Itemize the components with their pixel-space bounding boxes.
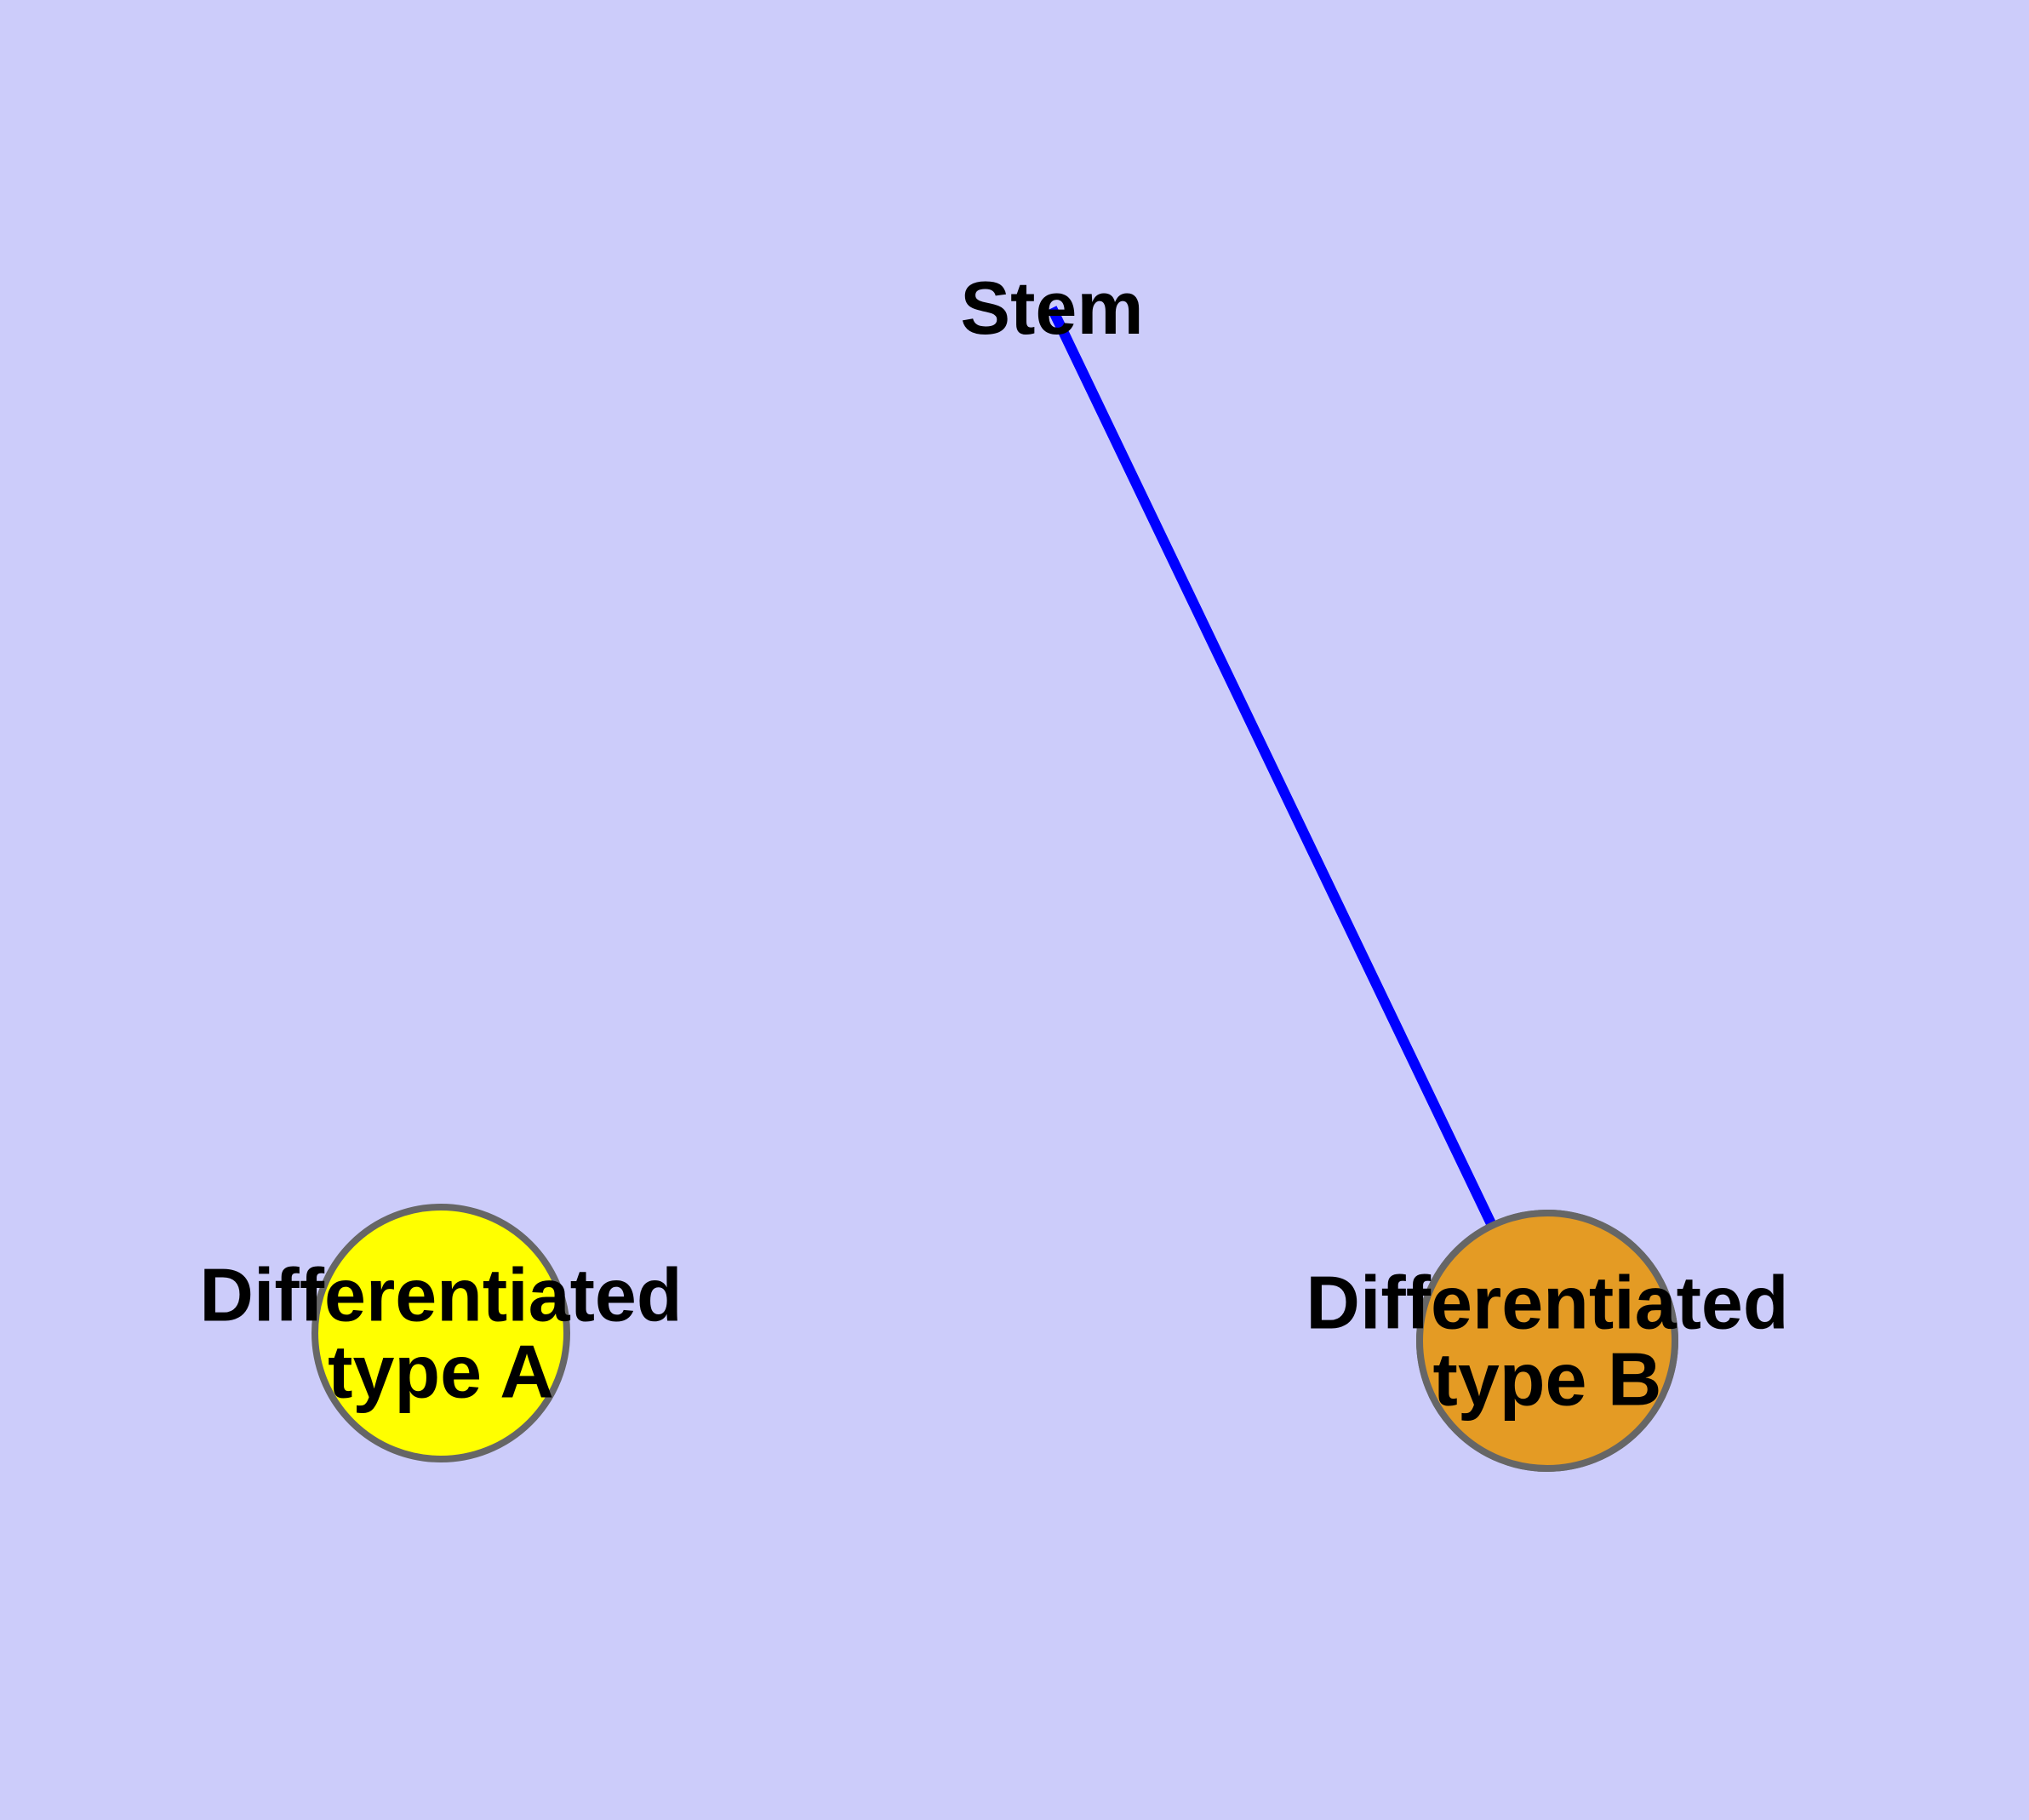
node-differentiated-type-b[interactable] — [1416, 1210, 1678, 1472]
edge-stem-to-differentiated-type-b[interactable] — [1047, 306, 1552, 1343]
edge-layer — [1047, 306, 1552, 1343]
node-stem[interactable] — [311, 1204, 570, 1462]
node-layer — [311, 1204, 1678, 1472]
